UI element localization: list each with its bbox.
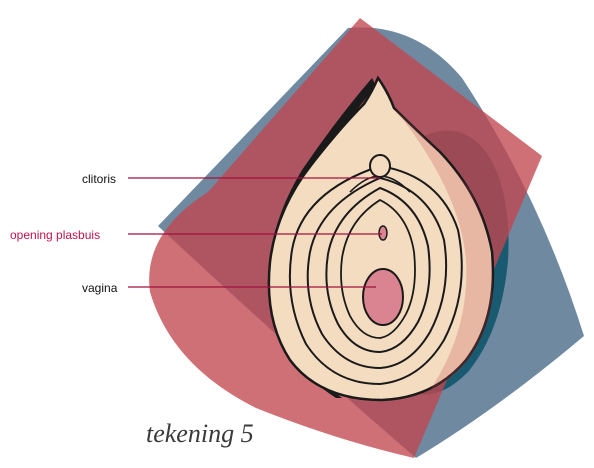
vaginal-opening-shape — [362, 268, 404, 326]
rose-tint-overlay — [394, 108, 493, 390]
clitoris-shape — [369, 154, 391, 178]
urethral-opening-shape — [378, 225, 388, 241]
labia-contour-4 — [340, 198, 416, 339]
labia-contour-3 — [325, 186, 431, 354]
vagina-label: vagina — [82, 281, 118, 295]
clitoris-label: clitoris — [82, 172, 117, 186]
urethral-opening-label: opening plasbuis — [10, 228, 101, 242]
figure-caption: tekening 5 — [146, 419, 254, 448]
labia-contour-1 — [288, 164, 463, 386]
left-shadow-shape — [268, 78, 376, 398]
labia-contour-2 — [306, 176, 448, 370]
